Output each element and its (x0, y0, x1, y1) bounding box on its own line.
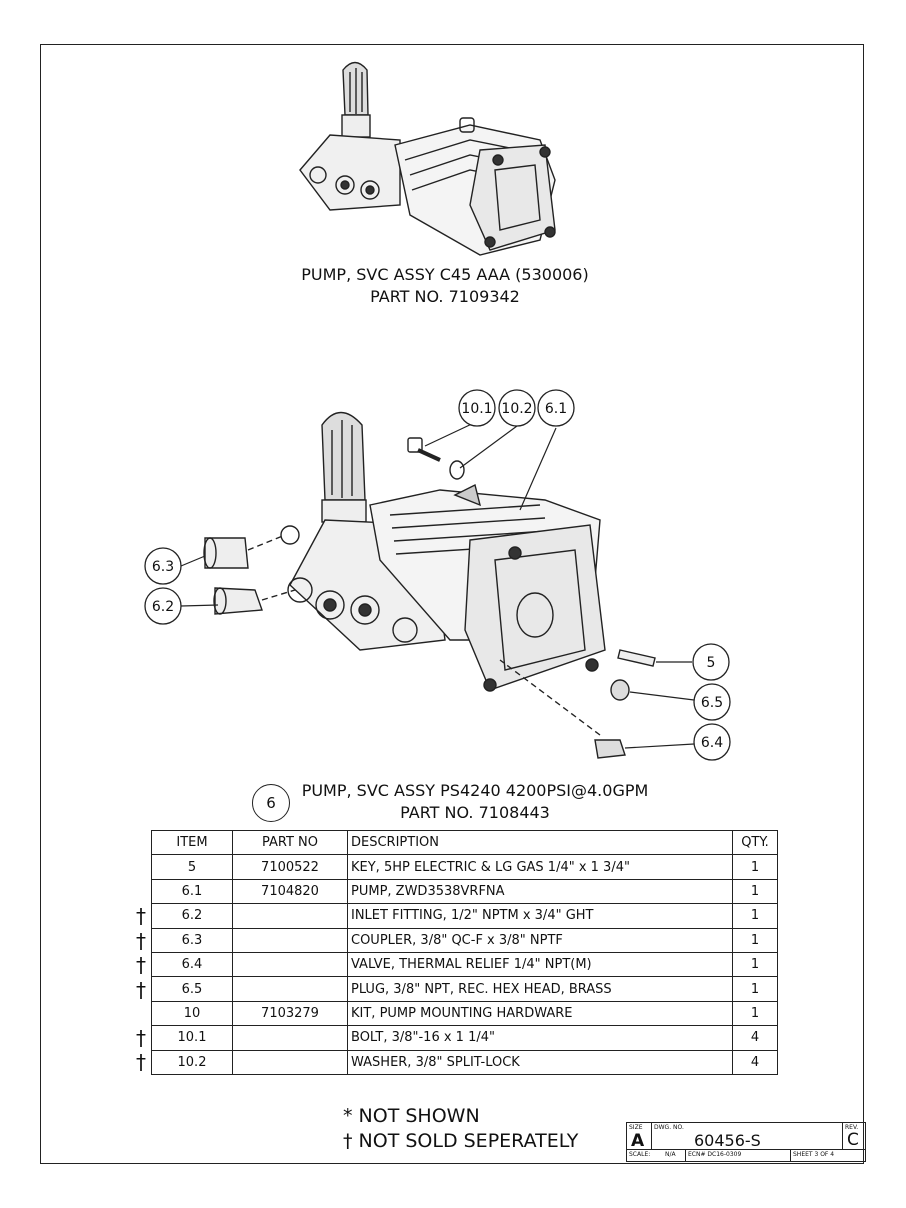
cell-desc: COUPLER, 3/8" QC-F x 3/8" NPTF (347, 927, 733, 953)
cell-qty: 1 (732, 878, 778, 905)
size-value: A (631, 1131, 645, 1151)
pump-2-title: PUMP, SVC ASSY PS4240 4200PSI@4.0GPM (301, 781, 649, 800)
sheet-cell: SHEET 3 OF 4 (790, 1149, 866, 1162)
cell-desc: PUMP, ZWD3538VRFNA (347, 878, 733, 905)
drawing-border (40, 44, 864, 1164)
cell-qty: 1 (732, 854, 778, 880)
note-not-shown: * NOT SHOWN (343, 1105, 480, 1127)
cell-item: 5 (151, 854, 233, 880)
header-item: ITEM (151, 829, 233, 856)
cell-part (232, 1049, 348, 1075)
table-header-row: ITEM PART NO DESCRIPTION QTY. (151, 829, 778, 856)
callout-6-4: 6.4 (701, 735, 723, 751)
size-cell: SIZE A (626, 1122, 652, 1151)
dwg-cell: DWG. NO. 60456-S (651, 1122, 843, 1150)
dagger-mark: † (136, 904, 146, 928)
cell-desc: VALVE, THERMAL RELIEF 1/4" NPT(M) (347, 951, 733, 978)
pump-2-part-no: PART NO. 7108443 (400, 803, 550, 822)
cell-qty: 1 (732, 976, 778, 1002)
callout-10-2: 10.2 (501, 401, 532, 417)
dagger-mark: † (136, 1026, 146, 1050)
header-qty: QTY. (732, 829, 778, 856)
cell-part (232, 903, 348, 929)
note-not-sold: † NOT SOLD SEPERATELY (343, 1130, 579, 1152)
cell-desc: KIT, PUMP MOUNTING HARDWARE (347, 1000, 733, 1027)
header-part-no: PART NO (232, 829, 348, 856)
cell-part (232, 951, 348, 978)
cell-part (232, 976, 348, 1002)
table-row: 10.1 BOLT, 3/8"-16 x 1 1/4"4 (151, 1025, 778, 1051)
item-6-bubble: 6 (252, 784, 290, 822)
cell-item: 10 (151, 1000, 233, 1027)
cell-part (232, 927, 348, 953)
cell-qty: 4 (732, 1049, 778, 1075)
cell-desc: INLET FITTING, 1/2" NPTM x 3/4" GHT (347, 903, 733, 929)
pump-1-caption: PUMP, SVC ASSY C45 AAA (530006) PART NO.… (270, 264, 620, 308)
cell-item: 6.5 (151, 976, 233, 1002)
callout-6-2: 6.2 (152, 599, 174, 615)
cell-part: 7103279 (232, 1000, 348, 1027)
cell-item: 6.1 (151, 878, 233, 905)
cell-desc: WASHER, 3/8" SPLIT-LOCK (347, 1049, 733, 1075)
notes: * NOT SHOWN † NOT SOLD SEPERATELY (343, 1104, 578, 1154)
callout-5: 5 (707, 655, 716, 671)
scale-cell: SCALE: N/A (626, 1149, 686, 1162)
callout-6-3: 6.3 (152, 559, 174, 575)
cell-part (232, 1025, 348, 1051)
cell-item: 10.2 (151, 1049, 233, 1075)
dagger-mark: † (136, 1050, 146, 1074)
cell-item: 6.4 (151, 951, 233, 978)
cell-item: 6.2 (151, 903, 233, 929)
dagger-mark: † (136, 978, 146, 1002)
pump-2-drawing (203, 411, 656, 759)
cell-desc: KEY, 5HP ELECTRIC & LG GAS 1/4" x 1 3/4" (347, 854, 733, 880)
pump-1-title: PUMP, SVC ASSY C45 AAA (530006) (301, 265, 589, 284)
cell-item: 6.3 (151, 927, 233, 953)
pump-2-caption: PUMP, SVC ASSY PS4240 4200PSI@4.0GPM PAR… (280, 780, 670, 824)
header-description: DESCRIPTION (347, 829, 733, 856)
pump-1-drawing (299, 61, 556, 256)
rev-cell: REV. C (842, 1122, 866, 1150)
title-block: SIZE A DWG. NO. 60456-S REV. C SCALE: N/… (626, 1122, 866, 1164)
cell-qty: 1 (732, 903, 778, 929)
dwg-number: 60456-S (694, 1131, 761, 1150)
cell-qty: 1 (732, 951, 778, 978)
callout-6-5: 6.5 (701, 695, 723, 711)
cell-part: 7100522 (232, 854, 348, 880)
table-row: 6.4 VALVE, THERMAL RELIEF 1/4" NPT(M)1 (151, 951, 778, 978)
cell-desc: PLUG, 3/8" NPT, REC. HEX HEAD, BRASS (347, 976, 733, 1002)
cell-item: 10.1 (151, 1025, 233, 1051)
cell-desc: BOLT, 3/8"-16 x 1 1/4" (347, 1025, 733, 1051)
callout-6-1: 6.1 (545, 401, 567, 417)
cell-qty: 4 (732, 1025, 778, 1051)
cell-qty: 1 (732, 927, 778, 953)
callout-10-1: 10.1 (461, 401, 492, 417)
dagger-mark: † (136, 953, 146, 977)
ecn-cell: ECN# DC16-0309 (685, 1149, 791, 1162)
pump-1-part-no: PART NO. 7109342 (370, 287, 520, 306)
cell-qty: 1 (732, 1000, 778, 1027)
cell-part: 7104820 (232, 878, 348, 905)
dagger-mark: † (136, 929, 146, 953)
rev-value: C (847, 1130, 859, 1150)
